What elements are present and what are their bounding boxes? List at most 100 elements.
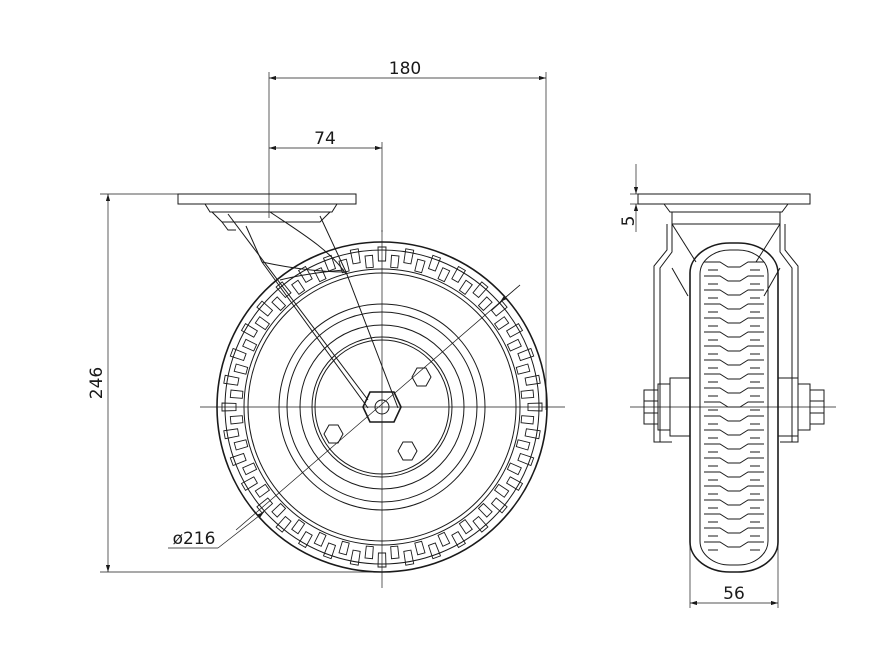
front-tire: [689, 242, 779, 573]
front-tread-block: [704, 303, 764, 310]
dimension-label-246: 246: [87, 367, 107, 399]
tread-block: [338, 258, 350, 274]
front-top-plate: [637, 193, 811, 225]
front-tread-block: [704, 415, 764, 422]
tread-block: [229, 452, 247, 467]
tread-block: [313, 531, 327, 547]
tread-block: [390, 545, 400, 560]
tread-block: [322, 254, 337, 272]
tread-block: [477, 502, 493, 518]
front-tread-block: [704, 289, 764, 296]
tread-block: [254, 316, 271, 331]
tread-block: [517, 452, 535, 467]
tread-block: [437, 531, 451, 547]
tread-block: [458, 518, 473, 535]
tread-block: [472, 515, 489, 533]
tread-block: [477, 296, 493, 312]
dimension-label-5: 5: [619, 216, 639, 227]
tread-block: [364, 254, 374, 269]
tread-block: [229, 347, 247, 362]
front-tread-block: [704, 443, 764, 450]
tread-block: [256, 300, 274, 317]
tread-block: [527, 402, 543, 412]
tread-block: [229, 389, 244, 399]
tread-block: [515, 363, 531, 375]
tread-block: [493, 316, 510, 331]
tread-block: [221, 402, 237, 412]
tread-block: [414, 540, 426, 556]
tread-block: [517, 347, 535, 362]
tread-block: [427, 254, 442, 272]
front-tread-block: [704, 401, 764, 408]
front-view: 5 56: [619, 164, 836, 608]
tread-block: [458, 279, 473, 296]
tread-block: [291, 518, 306, 535]
tread-block: [377, 246, 387, 262]
fork-arm: [227, 211, 399, 409]
front-tread-block: [704, 261, 764, 268]
tread-block: [254, 483, 271, 498]
tread-block: [240, 476, 259, 492]
dimension-56: 56: [689, 470, 779, 608]
tread-block: [364, 545, 374, 560]
tread-block: [515, 439, 531, 451]
front-tread-block: [704, 499, 764, 506]
tread-block: [297, 530, 313, 549]
dimension-label-74: 74: [314, 129, 336, 149]
tread-block: [451, 530, 467, 549]
tread-block: [223, 374, 240, 386]
tread-block: [233, 439, 249, 451]
tread-block: [427, 542, 442, 560]
tread-block: [472, 281, 489, 299]
dimension-246: 246: [87, 193, 384, 573]
front-tread-block: [704, 457, 764, 464]
tread-block: [505, 476, 524, 492]
tread-block: [490, 300, 508, 317]
tread-block: [349, 549, 361, 566]
tread-block: [524, 374, 541, 386]
tread-block: [403, 248, 415, 265]
dimension-label-56: 56: [723, 584, 745, 604]
tread-block: [490, 497, 508, 514]
tread-block: [451, 265, 467, 284]
tread-block: [414, 258, 426, 274]
dimension-74: 74: [269, 129, 383, 232]
tread-block: [437, 267, 451, 283]
tread-block: [271, 502, 287, 518]
tread-block: [256, 497, 274, 514]
tread-block: [524, 428, 541, 440]
front-tread-block: [704, 331, 764, 338]
tread-block: [242, 462, 258, 476]
tread-block: [291, 279, 306, 296]
tread-block: [233, 363, 249, 375]
tread-block: [240, 322, 259, 338]
tread-block: [377, 552, 387, 568]
front-tread-block: [704, 345, 764, 352]
tread-block: [506, 462, 522, 476]
front-tread-block: [704, 373, 764, 380]
tread-block: [520, 389, 535, 399]
tread-block: [313, 267, 327, 283]
side-view: 180 74 246 ø216: [87, 59, 565, 588]
centerlines: [200, 230, 565, 588]
front-tread-block: [704, 317, 764, 324]
tread-block: [275, 515, 292, 533]
tread-block: [390, 254, 400, 269]
tread-block: [297, 265, 313, 284]
tread-block: [271, 296, 287, 312]
front-tread-block: [704, 359, 764, 366]
front-tread-pattern: [704, 261, 764, 551]
top-plate: [177, 193, 357, 231]
front-tread-block: [704, 275, 764, 282]
front-tread-block: [704, 387, 764, 394]
tread-block: [505, 322, 524, 338]
tread-block: [349, 248, 361, 265]
dimension-5: 5: [619, 164, 640, 232]
front-tread-block: [704, 541, 764, 548]
front-tread-block: [704, 513, 764, 520]
hub-bolts: [323, 367, 432, 461]
front-tread-block: [704, 527, 764, 534]
dimension-diameter: ø216: [168, 284, 521, 549]
tread-block: [275, 281, 292, 299]
